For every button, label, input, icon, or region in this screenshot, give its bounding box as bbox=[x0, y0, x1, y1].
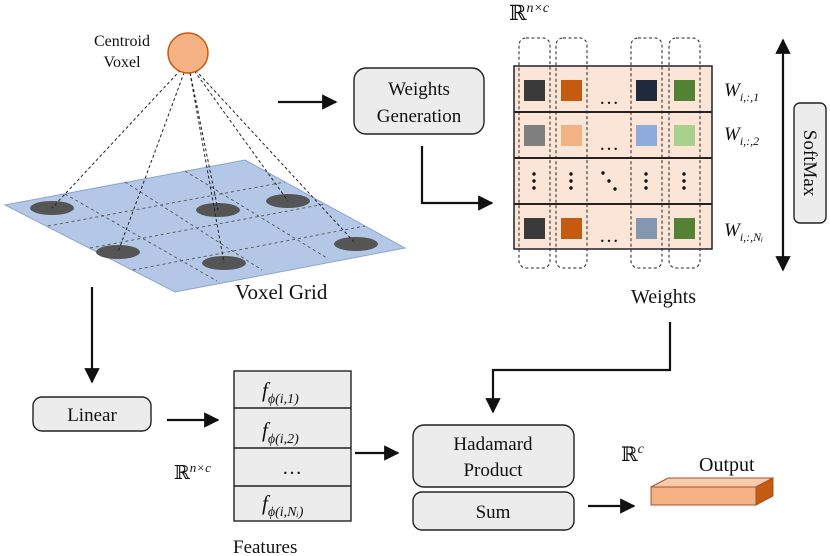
weight-cells bbox=[524, 80, 695, 239]
softmax-box bbox=[793, 102, 827, 224]
weight-cell bbox=[561, 80, 582, 101]
hadamard-label-line2: Product bbox=[463, 460, 523, 481]
output-box bbox=[650, 477, 774, 506]
weight-cell bbox=[636, 125, 657, 146]
rnc-top: ℝn×c bbox=[509, 1, 550, 25]
rc-label: ℝc bbox=[621, 442, 645, 466]
features-stack: fϕ(i,1) fϕ(i,2) … fϕ(i,Nᵢ) bbox=[233, 370, 352, 522]
softmax-label: SoftMax bbox=[799, 130, 820, 197]
column-outline bbox=[555, 37, 588, 269]
linear-label: Linear bbox=[67, 405, 117, 426]
matrix-ellipsis: … bbox=[599, 133, 619, 155]
matrix-ellipsis: … bbox=[599, 225, 619, 247]
feature-row-n: fϕ(i,Nᵢ) bbox=[262, 491, 304, 520]
weight-cell bbox=[561, 125, 582, 146]
hadamard-label-line1: Hadamard bbox=[453, 434, 533, 455]
weight-row-label-2: Wi,:,2 bbox=[724, 124, 759, 148]
centroid-label-line2: Voxel bbox=[103, 54, 141, 71]
weight-cell bbox=[674, 80, 695, 101]
voxel-grid-label: Voxel Grid bbox=[235, 280, 328, 304]
output-label: Output bbox=[699, 454, 755, 476]
weight-cell bbox=[561, 218, 582, 239]
feature-row-1: fϕ(i,1) bbox=[262, 378, 299, 407]
hadamard-box bbox=[412, 424, 575, 488]
arrow-to-weights-matrix bbox=[420, 146, 494, 211]
weight-cell bbox=[636, 218, 657, 239]
weight-cell bbox=[524, 80, 545, 101]
weights-generation-label-line2: Generation bbox=[377, 106, 462, 127]
weight-cell bbox=[524, 218, 545, 239]
rnc-left: ℝn×c bbox=[174, 460, 211, 484]
voxel-dot bbox=[30, 201, 74, 215]
sum-label: Sum bbox=[476, 502, 511, 523]
column-outline bbox=[630, 37, 663, 269]
weight-cell bbox=[636, 80, 657, 101]
features-label: Features bbox=[233, 537, 297, 556]
arrow-weights-to-hadamard bbox=[485, 322, 672, 414]
grid-lines bbox=[47, 170, 366, 282]
weight-row-label-3: Wi,:,Nᵢ bbox=[724, 220, 763, 244]
centroid-voxel bbox=[167, 32, 209, 74]
weight-cell bbox=[524, 125, 545, 146]
column-outline bbox=[668, 37, 701, 269]
vertical-ellipsis-row bbox=[532, 171, 686, 191]
weight-cell bbox=[674, 218, 695, 239]
weights-generation-label-line1: Weights bbox=[388, 79, 450, 100]
column-outline bbox=[518, 37, 551, 269]
sum-box bbox=[412, 491, 575, 531]
weights-generation-box bbox=[353, 67, 485, 135]
linear-box bbox=[32, 396, 152, 432]
features-box bbox=[233, 370, 352, 522]
grid-plane bbox=[3, 159, 407, 293]
feature-row-2: fϕ(i,2) bbox=[262, 418, 299, 447]
feature-row-ellipsis: … bbox=[282, 457, 302, 479]
voxel-dot bbox=[96, 245, 140, 259]
weights-label: Weights bbox=[631, 286, 696, 308]
weights-matrix: … … … bbox=[513, 37, 713, 269]
matrix-ellipsis: … bbox=[599, 87, 619, 109]
centroid-links bbox=[51, 61, 357, 264]
centroid-label-line1: Centroid bbox=[94, 33, 150, 50]
weight-row-label-1: Wi,:,1 bbox=[724, 80, 759, 104]
weight-cell bbox=[674, 125, 695, 146]
